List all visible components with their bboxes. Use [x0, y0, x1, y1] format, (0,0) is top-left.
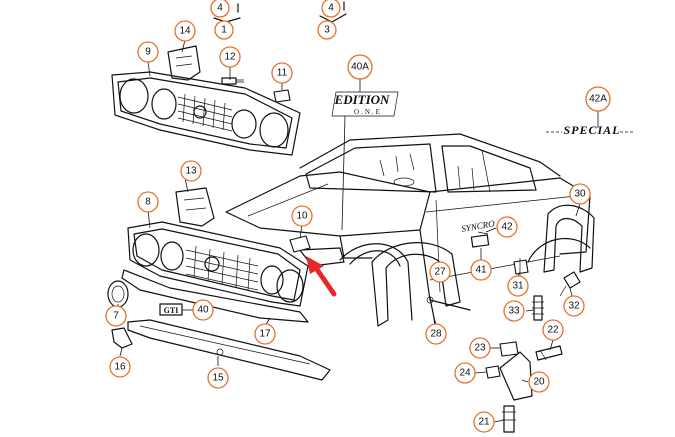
svg-text:40: 40	[197, 305, 209, 316]
red-arrow	[306, 256, 337, 297]
syncro-text: SYNCRO	[461, 218, 496, 234]
gti-badge-text: GTI	[164, 306, 179, 315]
fender-flare-27	[371, 242, 461, 327]
callout-24: 24	[454, 362, 476, 384]
callout-10: 10	[291, 205, 313, 227]
callout-14: 14	[174, 20, 196, 42]
callout-11: 11	[271, 62, 293, 84]
svg-text:42: 42	[501, 222, 513, 233]
edition-text: EDITION	[334, 92, 391, 107]
bracket-14	[167, 45, 201, 81]
callout-7: 7	[105, 305, 127, 327]
callout-15: 15	[207, 367, 229, 389]
clip-21	[502, 405, 516, 433]
syncro-badge: SYNCRO	[461, 218, 496, 234]
badge-7	[107, 280, 129, 308]
svg-text:15: 15	[212, 373, 224, 384]
callouts: 4 1 4 3 14 9 12 11 40A 42A 13 8 30 10 42…	[105, 0, 611, 433]
svg-text:4: 4	[328, 3, 334, 14]
svg-text:3: 3	[324, 25, 330, 36]
callout-42a: 42A	[585, 86, 611, 112]
svg-text:31: 31	[512, 281, 524, 292]
car-body	[225, 133, 591, 321]
bracket-13	[175, 187, 215, 227]
svg-text:17: 17	[259, 329, 271, 340]
svg-text:42A: 42A	[589, 94, 607, 105]
callout-33: 33	[503, 300, 525, 322]
svg-text:27: 27	[434, 267, 446, 278]
clip-23	[499, 341, 519, 357]
svg-text:28: 28	[430, 329, 442, 340]
callout-31: 31	[507, 275, 529, 297]
callout-40: 40	[192, 299, 214, 321]
svg-text:21: 21	[478, 417, 490, 428]
screw-32	[559, 271, 581, 297]
edition-one-text: O.N.E	[354, 108, 382, 116]
svg-text:32: 32	[568, 301, 580, 312]
svg-text:16: 16	[114, 362, 126, 373]
clip-24	[485, 365, 501, 379]
svg-text:33: 33	[508, 306, 520, 317]
callout-42: 42	[496, 216, 518, 238]
callout-12: 12	[219, 46, 241, 68]
callout-9: 9	[137, 41, 159, 63]
callout-4a: 4	[210, 0, 230, 18]
callout-30: 30	[569, 183, 591, 205]
callout-27: 27	[429, 261, 451, 283]
svg-text:10: 10	[296, 211, 308, 222]
edition-one-logo: EDITION O.N.E	[331, 91, 399, 117]
callout-13: 13	[180, 160, 202, 182]
callout-3: 3	[317, 20, 337, 40]
svg-text:40A: 40A	[351, 62, 369, 73]
svg-text:30: 30	[574, 189, 586, 200]
callout-41: 41	[470, 259, 492, 281]
fender-flare-30	[543, 204, 595, 273]
clip-11	[273, 89, 291, 103]
screw-22	[535, 345, 563, 361]
gti-badge: GTI	[159, 303, 183, 316]
svg-text:12: 12	[224, 52, 236, 63]
callout-22: 22	[542, 319, 564, 341]
callout-16: 16	[109, 356, 131, 378]
badge-41	[470, 234, 490, 248]
svg-text:9: 9	[145, 47, 151, 58]
svg-text:8: 8	[145, 197, 151, 208]
svg-text:13: 13	[185, 166, 197, 177]
callout-20: 20	[528, 371, 550, 393]
bracket-10	[289, 235, 311, 253]
svg-text:23: 23	[474, 343, 486, 354]
callout-4b: 4	[321, 0, 341, 18]
callout-23: 23	[469, 337, 491, 359]
callout-8: 8	[137, 191, 159, 213]
special-text: SPECIAL	[563, 123, 620, 137]
clip-31	[513, 258, 529, 276]
spoiler-15	[127, 319, 331, 381]
callout-17: 17	[254, 323, 276, 345]
callout-32: 32	[563, 295, 585, 317]
callout-1: 1	[214, 20, 234, 40]
upper-grille	[111, 71, 301, 156]
svg-text:24: 24	[459, 368, 471, 379]
svg-text:22: 22	[547, 325, 559, 336]
clip-16	[111, 327, 133, 349]
screw-12	[221, 77, 244, 85]
svg-text:11: 11	[277, 68, 288, 79]
callout-21: 21	[473, 411, 495, 433]
svg-text:41: 41	[475, 265, 487, 276]
svg-text:1: 1	[221, 25, 227, 36]
clip-33	[532, 295, 544, 321]
lower-strip-17	[121, 269, 309, 323]
svg-text:4: 4	[217, 3, 223, 14]
mud-flap-20	[499, 351, 533, 401]
callout-40a: 40A	[347, 54, 373, 80]
front-grille	[127, 221, 309, 307]
special-logo: SPECIAL	[546, 123, 634, 137]
svg-text:7: 7	[113, 311, 119, 322]
svg-text:20: 20	[533, 377, 545, 388]
callout-28: 28	[425, 323, 447, 345]
svg-text:14: 14	[179, 26, 191, 37]
